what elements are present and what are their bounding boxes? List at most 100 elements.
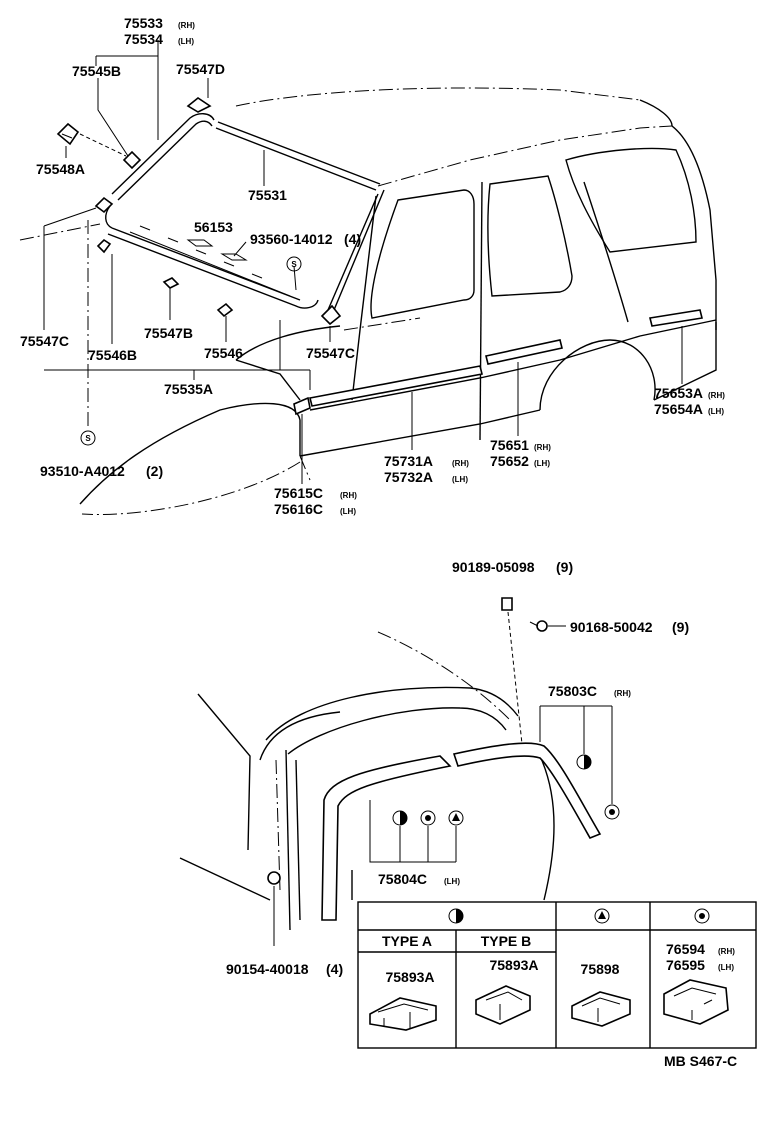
triangle-circle-symbol-icon bbox=[448, 810, 464, 826]
suffix-lh: (LH) bbox=[340, 507, 356, 516]
label-75732A: 75732A bbox=[384, 469, 433, 485]
table-part-type-b: 75893A bbox=[489, 957, 538, 973]
suffix-lh: (LH) bbox=[444, 877, 460, 886]
wheel-arch-moldings bbox=[321, 742, 602, 921]
symbol-s-93510: S bbox=[80, 430, 96, 446]
suffix-rh: (RH) bbox=[718, 947, 735, 956]
suffix-rh: (RH) bbox=[452, 459, 469, 468]
label-75534: 75534 bbox=[124, 31, 163, 47]
label-75803C: 75803C bbox=[548, 683, 597, 699]
clip-76594-icon bbox=[663, 979, 729, 1025]
small-clip-parts bbox=[56, 97, 342, 430]
molding-75653A-icon bbox=[649, 309, 703, 327]
clip-75547D-icon bbox=[186, 97, 212, 113]
label-75547D: 75547D bbox=[176, 61, 225, 77]
suffix-rh: (RH) bbox=[178, 21, 195, 30]
label-75615C: 75615C bbox=[274, 485, 323, 501]
clip-75546-icon bbox=[216, 302, 234, 318]
label-75731A: 75731A bbox=[384, 453, 433, 469]
label-75547B: 75547B bbox=[144, 325, 193, 341]
label-93560: 93560-14012 bbox=[250, 231, 333, 247]
label-90168: 90168-50042 bbox=[570, 619, 653, 635]
table-type-a: TYPE A bbox=[382, 933, 432, 949]
dot-circle-symbol-icon bbox=[604, 804, 620, 820]
dot-circle-symbol-icon bbox=[420, 810, 436, 826]
label-75547C-left: 75547C bbox=[20, 333, 69, 349]
label-75651: 75651 bbox=[490, 437, 529, 453]
screw-90168-icon bbox=[536, 620, 548, 632]
leader-lines-lower bbox=[369, 705, 613, 863]
label-75533: 75533 bbox=[124, 15, 163, 31]
figure-code: MB S467-C bbox=[664, 1053, 737, 1069]
clip-90154-icon bbox=[267, 871, 281, 885]
label-93560-qty: (4) bbox=[344, 231, 361, 247]
leader-lines-upper bbox=[43, 40, 683, 484]
label-90154: 90154-40018 bbox=[226, 961, 309, 977]
molding-75803C-icon bbox=[452, 742, 602, 840]
symbol-s-text: S bbox=[291, 260, 297, 269]
molding-75651-icon bbox=[485, 339, 563, 365]
label-56153: 56153 bbox=[194, 219, 233, 235]
labels-lower: 90189-05098 (9) 90168-50042 (9) 75803C (… bbox=[226, 559, 689, 977]
table-type-b: TYPE B bbox=[481, 933, 532, 949]
label-93510: 93510-A4012 bbox=[40, 463, 125, 479]
clip-75546B-icon bbox=[96, 238, 112, 254]
rear-fender-outline bbox=[179, 631, 555, 931]
label-75535A: 75535A bbox=[164, 381, 213, 397]
suffix-lh: (LH) bbox=[718, 963, 734, 972]
label-90154-qty: (4) bbox=[326, 961, 343, 977]
nut-90189-icon bbox=[501, 597, 513, 611]
symbol-s-text: S bbox=[85, 434, 91, 443]
dot-circle-symbol-icon bbox=[694, 908, 710, 924]
symbol-s-93560: S bbox=[286, 256, 302, 272]
label-75546B: 75546B bbox=[88, 347, 137, 363]
table-part-triangle: 75898 bbox=[581, 961, 620, 977]
suffix-rh: (RH) bbox=[708, 391, 725, 400]
suffix-lh: (LH) bbox=[452, 475, 468, 484]
vehicle-body-outline bbox=[19, 87, 717, 515]
clip-75547B-icon bbox=[162, 277, 180, 289]
suffix-rh: (RH) bbox=[614, 689, 631, 698]
suffix-lh: (LH) bbox=[708, 407, 724, 416]
label-90168-qty: (9) bbox=[672, 619, 689, 635]
label-75616C: 75616C bbox=[274, 501, 323, 517]
label-75654A: 75654A bbox=[654, 401, 703, 417]
suffix-lh: (LH) bbox=[534, 459, 550, 468]
suffix-rh: (RH) bbox=[534, 443, 551, 452]
table-part-dot-rh: 76594 bbox=[666, 941, 705, 957]
table-part-dot-lh: 76595 bbox=[666, 957, 705, 973]
lower-symbols bbox=[392, 754, 620, 826]
clip-75898-icon bbox=[571, 991, 631, 1027]
label-75531: 75531 bbox=[248, 187, 287, 203]
suffix-lh: (LH) bbox=[178, 37, 194, 46]
label-75652: 75652 bbox=[490, 453, 529, 469]
clip-75548A-icon bbox=[56, 122, 80, 146]
windshield-molding bbox=[105, 113, 385, 311]
labels-upper: 75533 (RH) 75534 (LH) 75545B 75547D 7554… bbox=[20, 15, 725, 517]
clip-75547C-left-icon bbox=[94, 196, 114, 214]
triangle-circle-symbol-icon bbox=[594, 908, 610, 924]
label-93510-qty: (2) bbox=[146, 463, 163, 479]
label-75547C-right: 75547C bbox=[306, 345, 355, 361]
label-75548A: 75548A bbox=[36, 161, 85, 177]
label-75545B: 75545B bbox=[72, 63, 121, 79]
molding-75615C-icon bbox=[293, 396, 311, 416]
side-moldings bbox=[293, 309, 703, 416]
label-75546: 75546 bbox=[204, 345, 243, 361]
clip-75893A-type-a-icon bbox=[369, 997, 437, 1031]
molding-75731A-icon bbox=[309, 365, 483, 407]
clip-75547C-right-icon bbox=[320, 304, 342, 326]
molding-75804C-icon bbox=[321, 755, 452, 921]
clip-75893A-type-b-icon bbox=[475, 985, 531, 1025]
fasteners bbox=[267, 597, 566, 946]
label-90189: 90189-05098 bbox=[452, 559, 535, 575]
suffix-rh: (RH) bbox=[340, 491, 357, 500]
label-75653A: 75653A bbox=[654, 385, 703, 401]
label-75804C: 75804C bbox=[378, 871, 427, 887]
windshield-clips bbox=[129, 225, 291, 297]
label-90189-qty: (9) bbox=[556, 559, 573, 575]
clip-type-table: TYPE A TYPE B 75893A 75893A 75898 76594 … bbox=[357, 901, 757, 1049]
table-part-type-a: 75893A bbox=[385, 969, 434, 985]
